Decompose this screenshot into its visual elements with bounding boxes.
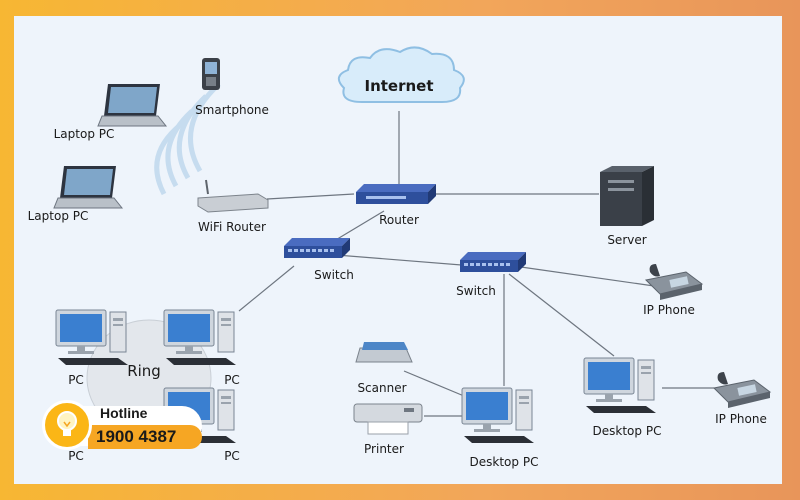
desktop-right-label: Desktop PC xyxy=(593,424,662,438)
connection-lines xyxy=(238,111,714,417)
laptop-bottom-label: Laptop PC xyxy=(28,209,89,223)
server-icon xyxy=(600,166,654,226)
switch-right-icon xyxy=(460,252,526,272)
desktop-center-label: Desktop PC xyxy=(470,455,539,469)
printer-label: Printer xyxy=(364,442,404,456)
pc-3-label: PC xyxy=(68,449,84,463)
desktop-center-icon xyxy=(461,387,535,444)
lightbulb-icon xyxy=(42,400,92,450)
ip-phone-top-label: IP Phone xyxy=(643,303,695,317)
smartphone-label: Smartphone xyxy=(195,103,269,117)
router-label: Router xyxy=(379,213,419,227)
printer-icon xyxy=(353,403,423,435)
scanner-icon xyxy=(355,342,413,363)
pc-4-label: PC xyxy=(224,449,240,463)
hotline-badge[interactable]: 1900 4387 Hotline xyxy=(42,400,202,450)
desktop-right-icon xyxy=(583,357,657,414)
internet-label: Internet xyxy=(364,77,433,95)
ring-label: Ring xyxy=(127,362,161,380)
wifi-router-icon xyxy=(197,179,269,213)
internet-cloud-icon xyxy=(337,46,465,103)
ip-phone-bottom-label: IP Phone xyxy=(715,412,767,426)
pc-2-label: PC xyxy=(224,373,240,387)
smartphone-icon xyxy=(202,58,220,90)
ip-phone-top-icon xyxy=(645,263,703,301)
wifi-router-label: WiFi Router xyxy=(198,220,266,234)
wifi-waves xyxy=(154,82,221,196)
switch-left-icon xyxy=(284,238,350,258)
pc-1-label: PC xyxy=(68,373,84,387)
switch-left-label: Switch xyxy=(314,268,354,282)
server-label: Server xyxy=(607,233,646,247)
hotline-title: Hotline xyxy=(100,405,148,421)
switch-right-label: Switch xyxy=(456,284,496,298)
laptop-bottom-icon xyxy=(53,165,123,209)
laptop-top-icon xyxy=(97,83,167,127)
scanner-label: Scanner xyxy=(357,381,406,395)
laptop-top-label: Laptop PC xyxy=(54,127,115,141)
router-icon xyxy=(356,184,436,204)
ip-phone-bottom-icon xyxy=(713,371,771,409)
hotline-number[interactable]: 1900 4387 xyxy=(88,425,202,449)
